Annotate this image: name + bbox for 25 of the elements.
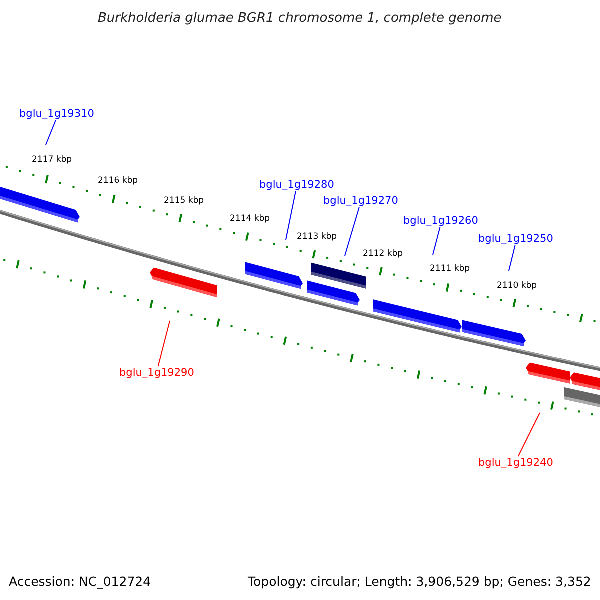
gene-label: bglu_1g19250: [478, 234, 554, 244]
tick-label: 2112 kbp: [363, 250, 404, 258]
gene-label: bglu_1g19240: [478, 458, 554, 468]
tick-label: 2117 kbp: [32, 156, 72, 164]
gene-label: bglu_1g19280: [260, 180, 334, 190]
gene-label: bglu_1g19270: [324, 196, 398, 206]
title: Burkholderia glumae BGR1 chromosome 1, complete genome: [98, 12, 502, 24]
leader-line: [508, 245, 516, 272]
leader-line: [158, 320, 170, 367]
leader-line: [432, 227, 441, 256]
footer-text: Topology: circular; Length: 3,906,529 bp; Genes: 3,352: [248, 576, 592, 588]
tick-label: 2114 kbp: [230, 214, 270, 223]
leader-line: [344, 207, 360, 256]
tick-label: 2115 kbp: [164, 196, 204, 205]
leader-line: [46, 120, 56, 146]
gene-label: bglu_1g19290: [120, 368, 194, 378]
tick-label: 2113 kbp: [297, 232, 338, 241]
tick-label: 2116 kbp: [98, 176, 138, 185]
leader-line: [518, 412, 540, 457]
tick-label: 2110 kbp: [497, 282, 538, 290]
footer-text: Accession: NC_012724: [9, 576, 152, 588]
gene-label: bglu_1g19310: [20, 108, 94, 119]
leader-line: [286, 191, 296, 240]
gene-label: bglu_1g19260: [404, 216, 478, 226]
tick-label: 2111 kbp: [430, 264, 470, 273]
